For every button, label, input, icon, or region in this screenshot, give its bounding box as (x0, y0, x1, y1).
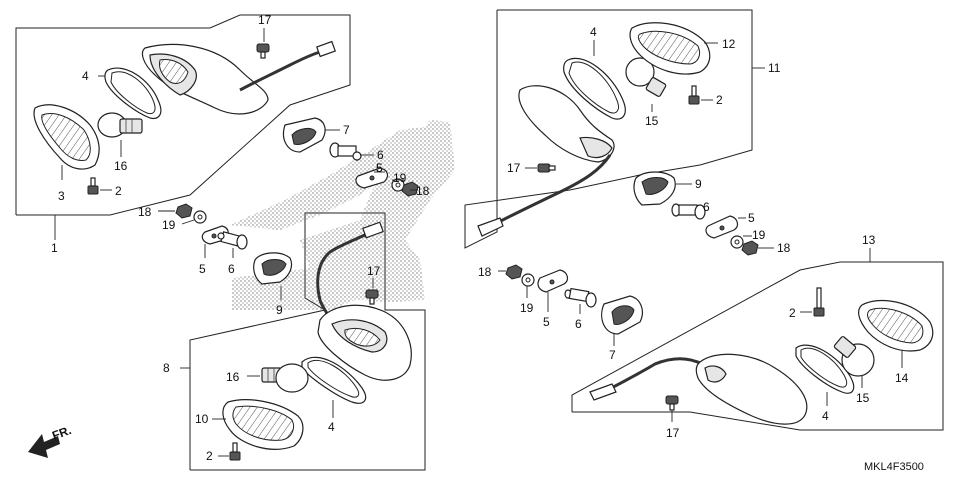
callout-17-ll: 17 (367, 264, 381, 278)
callout-5-l: 5 (199, 262, 206, 276)
callout-17-lr: 17 (666, 426, 680, 440)
nut-18-right (741, 240, 759, 256)
turn-signal-housing-lower-left (316, 221, 412, 381)
callout-18-l: 18 (138, 205, 152, 219)
screw-17-upper (256, 43, 270, 59)
callout-2-ul: 2 (115, 184, 122, 198)
turn-signal-housing-lower-right (589, 353, 808, 425)
socket-6-right (671, 203, 706, 220)
bulb-lower-left (261, 363, 309, 393)
front-direction-arrow: FR. (28, 423, 73, 458)
gasket-lower-left (301, 356, 367, 404)
screw-lower-right (813, 287, 825, 317)
callout-19-ul: 19 (393, 171, 407, 185)
socket-7-center (601, 295, 643, 335)
socket-9-left (253, 252, 293, 285)
lens-lower-left (222, 399, 304, 450)
group-8-frame (189, 212, 426, 471)
callout-17-ur: 17 (507, 161, 521, 175)
callout-17-ul: 17 (258, 13, 272, 27)
callout-4-ul: 4 (82, 69, 89, 83)
screw-17-lower-right (665, 395, 679, 411)
callout-6-l: 6 (228, 262, 235, 276)
callout-16-ll: 16 (226, 370, 240, 384)
turn-signal-housing-upper-left (141, 40, 336, 115)
callout-15-ur: 15 (645, 114, 659, 128)
lens-upper-right (629, 22, 711, 75)
screw-upper-left (87, 177, 99, 195)
socket-6-left (217, 231, 248, 250)
callout-8: 8 (163, 361, 170, 375)
callout-9-l: 9 (276, 303, 283, 317)
callout-6-r: 6 (703, 200, 710, 214)
callout-3: 3 (58, 189, 65, 203)
bulb-upper-left (97, 112, 143, 138)
socket-7-upper (282, 117, 326, 153)
lens-upper-left (33, 104, 100, 170)
callout-4-ur: 4 (590, 25, 597, 39)
group-13-frame (571, 261, 944, 431)
screw-17-upper-right (537, 163, 556, 173)
nut-18-left (175, 203, 193, 219)
lens-lower-right (858, 299, 934, 352)
group-1-frame (15, 14, 351, 216)
socket-6-center (564, 287, 597, 308)
screw-17-lower-left (365, 289, 379, 305)
callout-6-c: 6 (575, 317, 582, 331)
callout-6-ul: 6 (377, 148, 384, 162)
callout-2-lr: 2 (789, 306, 796, 320)
callout-2-ll: 2 (206, 449, 213, 463)
callout-4-lr: 4 (822, 409, 829, 423)
gasket-upper-left (104, 67, 162, 120)
callout-5-ul-text: 5 (376, 161, 383, 175)
callout-19-c: 19 (520, 301, 534, 315)
nut-18-center (505, 264, 523, 280)
socket-6-upper (329, 142, 362, 161)
callout-5-ul: 5 (376, 161, 383, 175)
gasket-lower-right (795, 344, 855, 394)
group-11-frame (464, 9, 753, 249)
callout-14: 14 (895, 371, 909, 385)
callout-5-r: 5 (748, 211, 755, 225)
callout-2-ur: 2 (716, 93, 723, 107)
callout-16-ul: 16 (114, 159, 128, 173)
callout-19-r: 19 (752, 228, 766, 242)
fr-label: FR. (50, 423, 73, 443)
callout-13: 13 (862, 233, 876, 247)
callout-1: 1 (51, 241, 58, 255)
callout-7-c: 7 (609, 348, 616, 362)
turn-signal-housing-upper-right (477, 85, 615, 237)
screw-upper-right (688, 85, 700, 105)
callout-18-ul: 18 (416, 184, 430, 198)
callout-7-ul: 7 (343, 123, 350, 137)
callout-11: 11 (768, 61, 781, 75)
callout-12: 12 (722, 37, 736, 51)
callout-15-lr: 15 (856, 391, 870, 405)
socket-9-right (633, 171, 676, 206)
callout-18-r: 18 (777, 241, 791, 255)
callout-18-c: 18 (478, 265, 492, 279)
callout-5-c: 5 (543, 315, 550, 329)
callout-10: 10 (195, 412, 209, 426)
diagram-code: MKL4F3500 (864, 461, 924, 473)
bulb-upper-right (625, 57, 667, 97)
screw-lower-left (229, 442, 241, 461)
gasket-upper-right (563, 57, 626, 120)
callout-4-ll: 4 (328, 420, 335, 434)
nut-18-upper (401, 181, 419, 197)
bulb-lower-right (833, 336, 875, 377)
stipple-background (230, 120, 455, 310)
callout-9-r: 9 (695, 177, 702, 191)
callout-19-l: 19 (162, 218, 176, 232)
